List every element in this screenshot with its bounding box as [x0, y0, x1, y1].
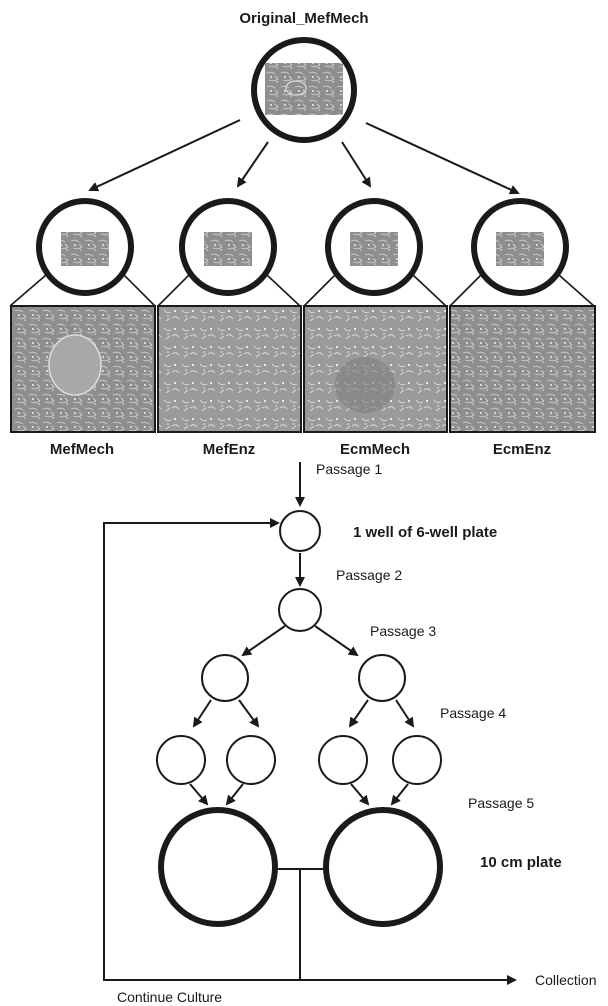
condition-label-mefmech: MefMech: [50, 441, 114, 458]
collection-label: Collection: [535, 972, 596, 988]
arrow-p5-1: [189, 783, 209, 806]
arrow-p4-4: [395, 699, 415, 728]
well-circle: [279, 510, 321, 552]
top-title: Original_MefMech: [239, 10, 368, 27]
continue-culture-label: Continue Culture: [117, 989, 222, 1005]
condition-dish-ecmmech: [303, 198, 447, 307]
arrow-p5-2: [225, 783, 244, 806]
passage-4-label: Passage 4: [440, 705, 506, 721]
loop-connector: [103, 518, 517, 985]
condition-label-ecmenz: EcmEnz: [493, 441, 551, 458]
arrow-p4-2: [238, 699, 260, 728]
arrow-p3-left: [241, 625, 286, 657]
split-arrows: [88, 119, 520, 195]
condition-dish-mefenz: [157, 198, 301, 307]
passage-4-circle-1: [156, 735, 206, 785]
condition-dish-ecmenz: [449, 198, 595, 307]
passage-4-circle-4: [392, 735, 442, 785]
condition-label-mefenz: MefEnz: [203, 441, 256, 458]
passage-4-circle-2: [226, 735, 276, 785]
passage-3-circle-right: [358, 654, 406, 702]
plate-label: 10 cm plate: [480, 854, 562, 871]
passage-3-circle-left: [201, 654, 249, 702]
arrow-p4-1: [192, 699, 212, 728]
passage-1-label: Passage 1: [316, 461, 382, 477]
original-dish: [251, 37, 357, 143]
passage-3-label: Passage 3: [370, 623, 436, 639]
passage-2-label: Passage 2: [336, 567, 402, 583]
passage-4-circle-3: [318, 735, 368, 785]
arrow-p5-4: [390, 783, 409, 806]
plate-circle-left: [158, 807, 278, 927]
passage-2-circle: [278, 588, 322, 632]
arrow-p3-right: [314, 625, 359, 657]
well-label: 1 well of 6-well plate: [353, 524, 497, 541]
condition-label-ecmmech: EcmMech: [340, 441, 410, 458]
passage-5-label: Passage 5: [468, 795, 534, 811]
micrograph-panels: [10, 305, 596, 433]
arrow-p4-3: [348, 699, 369, 728]
arrow-p5-3: [350, 783, 370, 806]
micrograph-mefenz: [157, 305, 302, 433]
plate-circle-right: [323, 807, 443, 927]
micrograph-ecmenz: [449, 305, 596, 433]
condition-dish-mefmech: [9, 198, 156, 307]
